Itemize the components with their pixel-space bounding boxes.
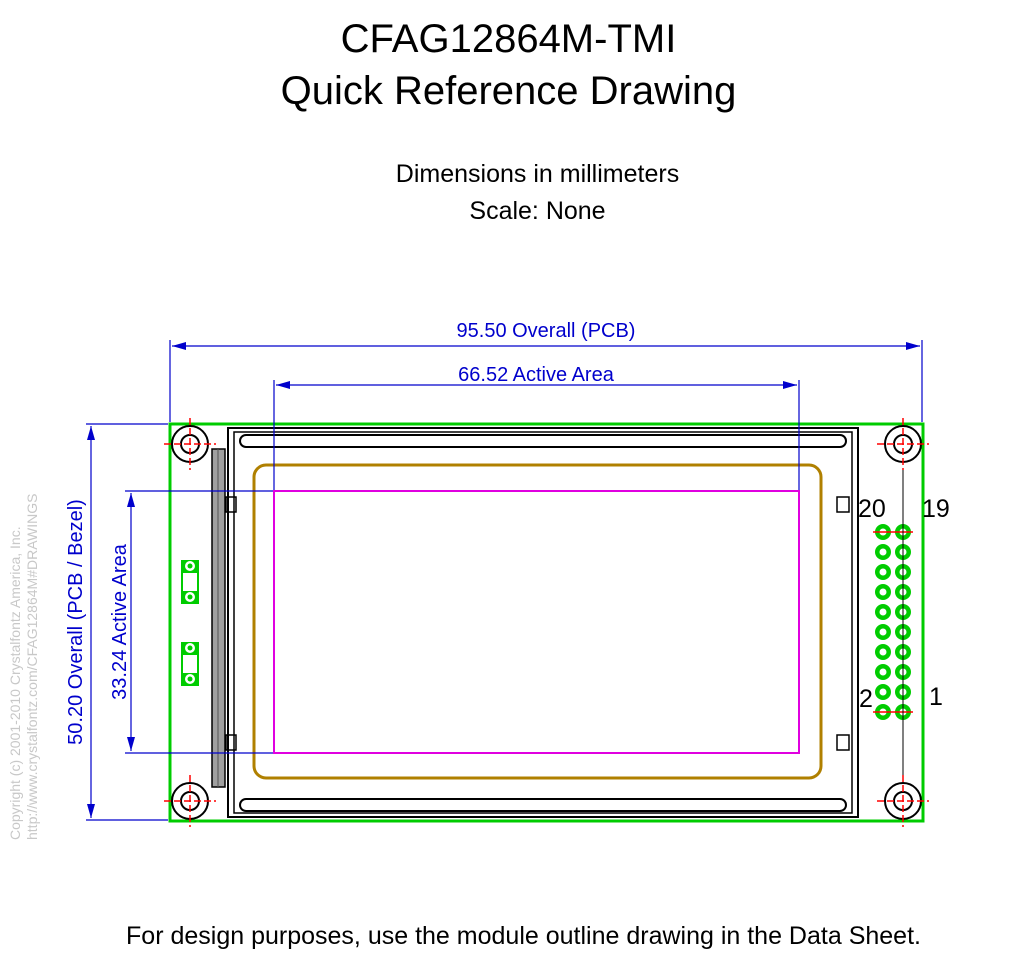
active-width-dimension	[273, 380, 800, 490]
jumper-pad	[181, 642, 199, 686]
connector-pin	[875, 584, 891, 600]
mounting-hole	[164, 775, 216, 827]
connector-pin	[875, 684, 891, 700]
mounting-hole	[877, 775, 929, 827]
title-line-2: Quick Reference Drawing	[280, 69, 737, 113]
mounting-hole	[164, 418, 216, 470]
active-area-outline	[273, 490, 800, 754]
units-note: Dimensions in millimeters	[395, 160, 680, 188]
connector-pin	[875, 604, 891, 620]
scale-note: Scale: None	[469, 197, 606, 225]
footer-note: For design purposes, use the module outl…	[126, 922, 921, 950]
connector-pin	[875, 624, 891, 640]
bezel-frame	[225, 427, 859, 818]
overall-width-label: 95.50 Overall (PCB)	[457, 320, 636, 342]
connector-pin	[875, 564, 891, 580]
connector-pin	[873, 704, 893, 720]
overall-height-label: 50.20 Overall (PCB / Bezel)	[65, 499, 87, 745]
jumper-pad	[181, 560, 199, 604]
pin-label-1: 1	[929, 683, 943, 711]
pin-label-20: 20	[858, 495, 886, 523]
title-line-1: CFAG12864M-TMI	[340, 17, 677, 61]
viewing-area-outline	[252, 463, 823, 780]
overall-height-dimension	[86, 423, 168, 821]
flex-cable	[211, 448, 226, 788]
mounting-hole	[877, 418, 929, 470]
overall-width-dimension	[169, 340, 923, 422]
jumper-pads	[181, 560, 199, 686]
connector-pin	[875, 544, 891, 560]
active-height-dimension	[125, 490, 273, 754]
mounting-holes	[164, 418, 929, 827]
connector-pin	[875, 664, 891, 680]
connector-pin	[873, 524, 893, 540]
active-height-label: 33.24 Active Area	[109, 543, 131, 700]
pin-header	[873, 524, 913, 720]
connector-pin	[875, 644, 891, 660]
pcb-outline	[168, 422, 925, 823]
active-width-label: 66.52 Active Area	[458, 364, 615, 386]
pin-label-2: 2	[859, 685, 873, 713]
pin-label-19: 19	[922, 495, 950, 523]
